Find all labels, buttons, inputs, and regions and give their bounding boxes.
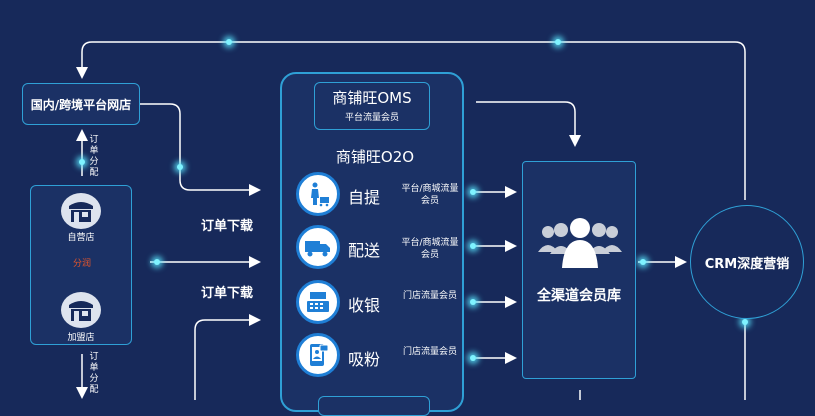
glow-dot — [470, 299, 476, 305]
franchise-store-icon — [61, 292, 101, 328]
member-library-label: 全渠道会员库 — [537, 288, 621, 304]
glow-dot — [470, 189, 476, 195]
split-profit-label: 分润 — [72, 259, 91, 269]
glow-dot — [470, 243, 476, 249]
delivery-truck-icon — [296, 225, 340, 269]
own-store-label: 自营店 — [67, 233, 95, 243]
phone-follow-icon — [296, 333, 340, 377]
glow-dot — [742, 319, 748, 325]
cross-border-store-box: 国内/跨境平台网店 — [22, 83, 140, 125]
item-fans-name: 吸粉 — [348, 350, 381, 369]
own-store-icon — [61, 193, 101, 229]
shopper-cart-icon — [296, 172, 340, 216]
item-pickup-sub: 平台/商城流量会员 — [401, 184, 459, 206]
glow-dot — [555, 39, 561, 45]
bottom-box-partial — [318, 396, 430, 416]
oms-title: 商铺旺OMS — [332, 89, 412, 107]
item-checkout-sub: 门店流量会员 — [402, 291, 457, 301]
item-checkout-name: 收银 — [348, 296, 381, 315]
loop-line-top — [76, 41, 746, 200]
item-fans-sub: 门店流量会员 — [402, 347, 457, 357]
crm-label: CRM深度营销 — [704, 256, 790, 272]
crm-circle: CRM深度营销 — [690, 205, 804, 319]
glow-dot — [470, 355, 476, 361]
oms-subtitle: 平台流量会员 — [344, 113, 399, 123]
cross-border-store-label: 国内/跨境平台网店 — [30, 97, 132, 112]
glow-dot — [226, 39, 232, 45]
glow-dot — [177, 164, 183, 170]
oms-to-library-line — [476, 101, 581, 147]
download-arrow-2 — [194, 314, 261, 400]
franchise-store-label: 加盟店 — [67, 333, 95, 343]
order-split-label-bottom: 订单分配 — [89, 352, 99, 395]
glow-dot — [154, 259, 160, 265]
members-group-icon — [534, 214, 626, 270]
item-delivery-name: 配送 — [348, 241, 381, 260]
cash-register-icon — [296, 280, 340, 324]
item-pickup-name: 自提 — [348, 188, 381, 207]
store-to-oms-line — [140, 103, 261, 196]
glow-dot — [640, 259, 646, 265]
oms-box: 商铺旺OMS 平台流量会员 — [314, 82, 430, 130]
order-download-label-2: 订单下载 — [201, 286, 254, 301]
order-split-label-top: 订单分配 — [89, 135, 99, 178]
glow-dot — [79, 159, 85, 165]
member-library-box — [522, 161, 636, 379]
order-download-label-1: 订单下载 — [201, 219, 254, 234]
o2o-title: 商铺旺O2O — [335, 148, 415, 166]
item-delivery-sub: 平台/商城流量会员 — [401, 238, 459, 260]
